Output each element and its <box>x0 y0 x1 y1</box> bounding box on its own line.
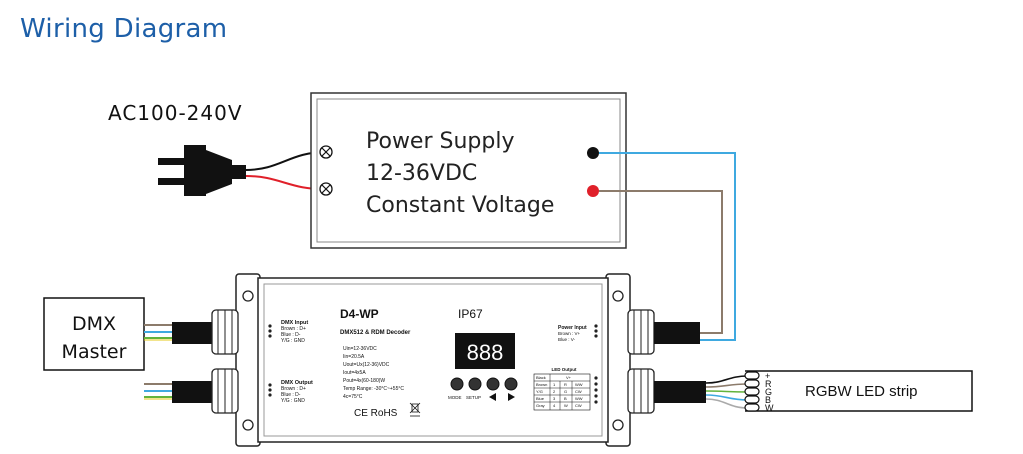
led-table-cell: Brown <box>536 382 547 387</box>
spec-line: Pout=4x(60-180)W <box>343 378 385 384</box>
decoder-device <box>235 273 631 447</box>
led-strip: + R G B W RGBW LED strip <box>744 370 973 413</box>
setup-button[interactable] <box>468 377 482 391</box>
weee-bin-icon <box>409 402 421 417</box>
led-table-cell: CW <box>575 403 582 408</box>
led-table-cell: WW <box>575 396 583 401</box>
side-indicator-dots <box>268 324 598 404</box>
right-button[interactable] <box>504 377 518 391</box>
led-table-cell: V+ <box>566 375 572 380</box>
strip-pin-label: G <box>765 387 772 397</box>
ps-title: Power Supply <box>366 129 514 154</box>
dmx-output-row: Y/G : GND <box>281 398 305 404</box>
spec-line: Temp Range: -30°C~+55°C <box>343 386 404 392</box>
dmx-master-label-2: Master <box>62 341 127 363</box>
dmx-master-box <box>43 297 145 371</box>
dmx-output-row: Blue : D- <box>281 392 301 398</box>
led-strip-label: RGBW LED strip <box>805 383 918 400</box>
device-model: D4-WP <box>340 307 379 321</box>
power-input-row: Brown : V+ <box>558 331 581 336</box>
led-table-cell: CW <box>575 389 582 394</box>
led-table-cell: 4 <box>553 403 556 408</box>
spec-line: Iout=4x5A <box>343 370 366 376</box>
right-arrow-icon <box>508 393 515 401</box>
power-input-title: Power Input <box>558 325 587 331</box>
dc-wire-positive <box>599 190 723 334</box>
device-buttons <box>450 377 518 391</box>
led-table-cell: Gray <box>536 403 545 408</box>
left-cable-glands <box>211 309 239 414</box>
dmx-output-title: DMX Output <box>281 380 313 386</box>
led-table-cell: B <box>564 396 567 401</box>
mode-label: MODE <box>448 395 462 400</box>
strip-pin-label: B <box>765 395 771 405</box>
setup-label: SETUP <box>466 395 481 400</box>
led-output-cable <box>654 381 706 403</box>
spec-line: 4c=75°C <box>343 394 363 400</box>
led-table-cell: 1 <box>553 382 556 387</box>
led-table-cell: 2 <box>553 389 556 394</box>
dc-wire-negative <box>599 152 736 341</box>
spec-line: Iin=20.5A <box>343 354 365 360</box>
led-table-cell: Blue <box>536 396 545 401</box>
dmx-input-row: Brown : D+ <box>281 326 306 332</box>
cert-marks: CE RoHS <box>354 408 398 419</box>
power-input-row: Blue : V- <box>558 337 576 342</box>
led-output-wires <box>705 375 749 409</box>
spec-line: Uin=12-36VDC <box>343 346 377 352</box>
dmx-input-cable <box>172 322 214 344</box>
device-subtitle: DMX512 & RDM Decoder <box>340 330 411 336</box>
led-output-title: LED Output <box>552 367 577 372</box>
strip-pin-label: R <box>765 379 772 389</box>
left-button[interactable] <box>486 377 500 391</box>
dmx-output-wires <box>144 383 175 400</box>
device-ip-rating: IP67 <box>458 307 483 321</box>
dmx-input-row: Y/G : GND <box>281 338 305 344</box>
led-table-cell: R <box>564 382 567 387</box>
led-table-cell: 3 <box>553 396 556 401</box>
strip-pin-label: + <box>765 371 770 381</box>
right-cable-glands <box>627 309 655 414</box>
dmx-master-label-1: DMX <box>72 313 116 335</box>
ps-output-positive <box>587 185 599 197</box>
seven-segment-display <box>455 333 515 369</box>
strip-pin-label: W <box>765 403 774 413</box>
led-table-cell: Y/G <box>536 389 543 394</box>
led-table-cell: G <box>564 389 567 394</box>
ac-voltage-label: AC100-240V <box>108 101 243 125</box>
ps-voltage: 12-36VDC <box>366 161 477 186</box>
spec-line: Uout=Ux(12-36)VDC <box>343 362 390 368</box>
mode-button[interactable] <box>450 377 464 391</box>
led-table-cell: WW <box>575 382 583 387</box>
display-value: 888 <box>467 340 504 365</box>
diagram-title: Wiring Diagram <box>20 14 228 44</box>
left-arrow-icon <box>489 393 496 401</box>
dmx-output-row: Brown : D+ <box>281 386 306 392</box>
dmx-input-row: Blue : D- <box>281 332 301 338</box>
dmx-input-wires <box>144 324 175 341</box>
ac-plug-icon <box>158 145 246 196</box>
led-output-table: LED Output Black V+ Brown 1 R WW Y/G 2 G… <box>533 367 591 411</box>
ps-type: Constant Voltage <box>366 193 554 218</box>
ps-output-negative <box>587 147 599 159</box>
power-supply: Power Supply 12-36VDC Constant Voltage <box>310 92 627 249</box>
power-input-cable <box>654 322 700 344</box>
led-table-cell: Black <box>536 375 546 380</box>
dmx-output-cable <box>172 381 214 403</box>
led-table-cell: W <box>564 403 568 408</box>
dmx-input-title: DMX Input <box>281 320 308 326</box>
